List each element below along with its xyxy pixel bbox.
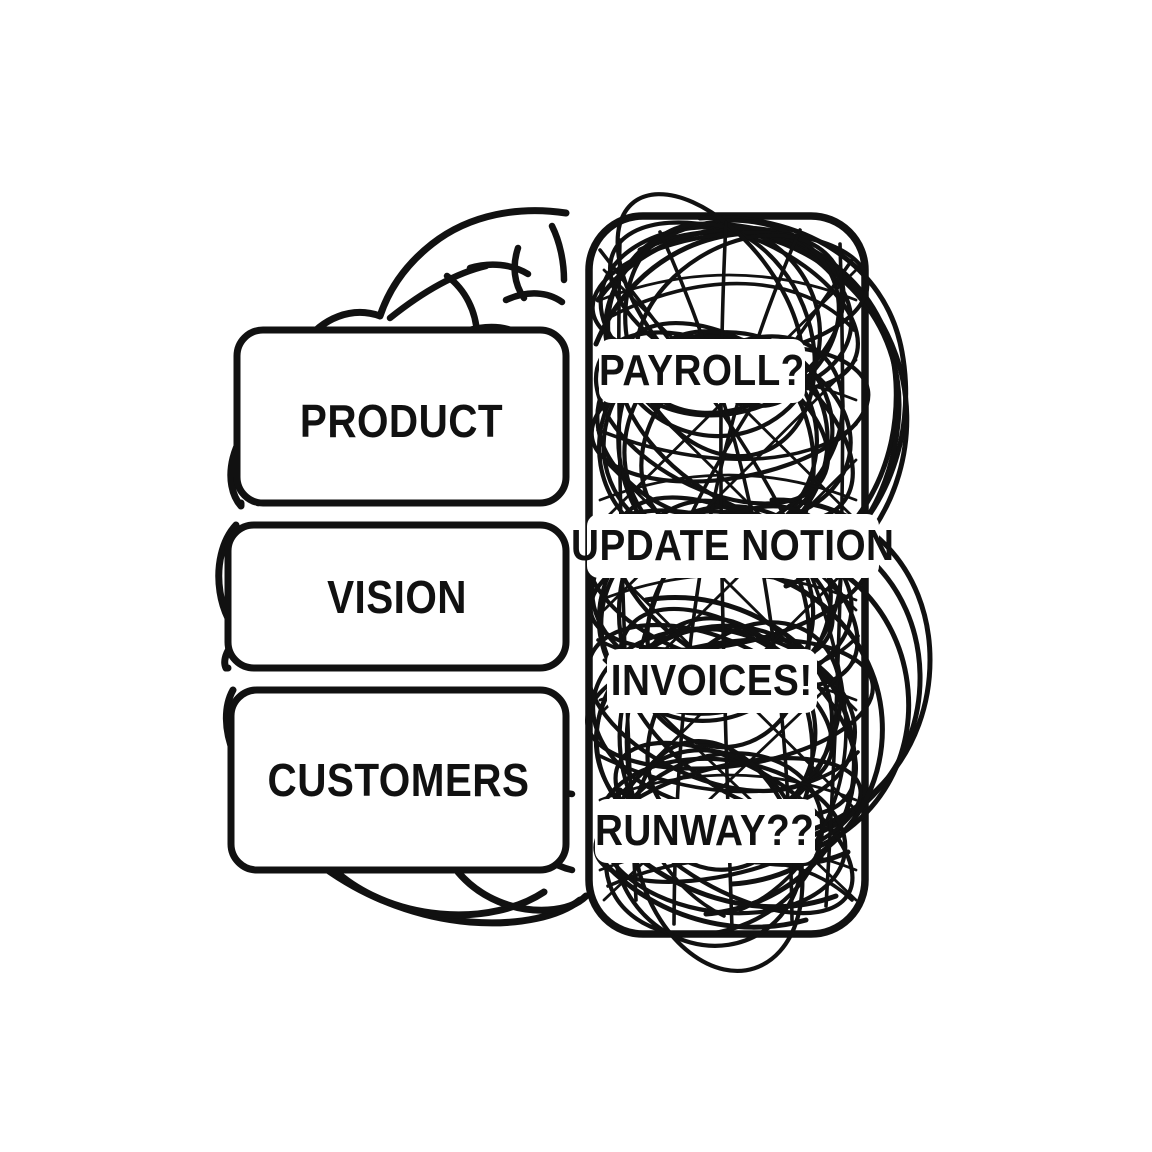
left-panel-group (224, 326, 570, 874)
panel-vision (224, 521, 570, 672)
panel-customers (227, 686, 570, 874)
panel-product (233, 326, 570, 507)
